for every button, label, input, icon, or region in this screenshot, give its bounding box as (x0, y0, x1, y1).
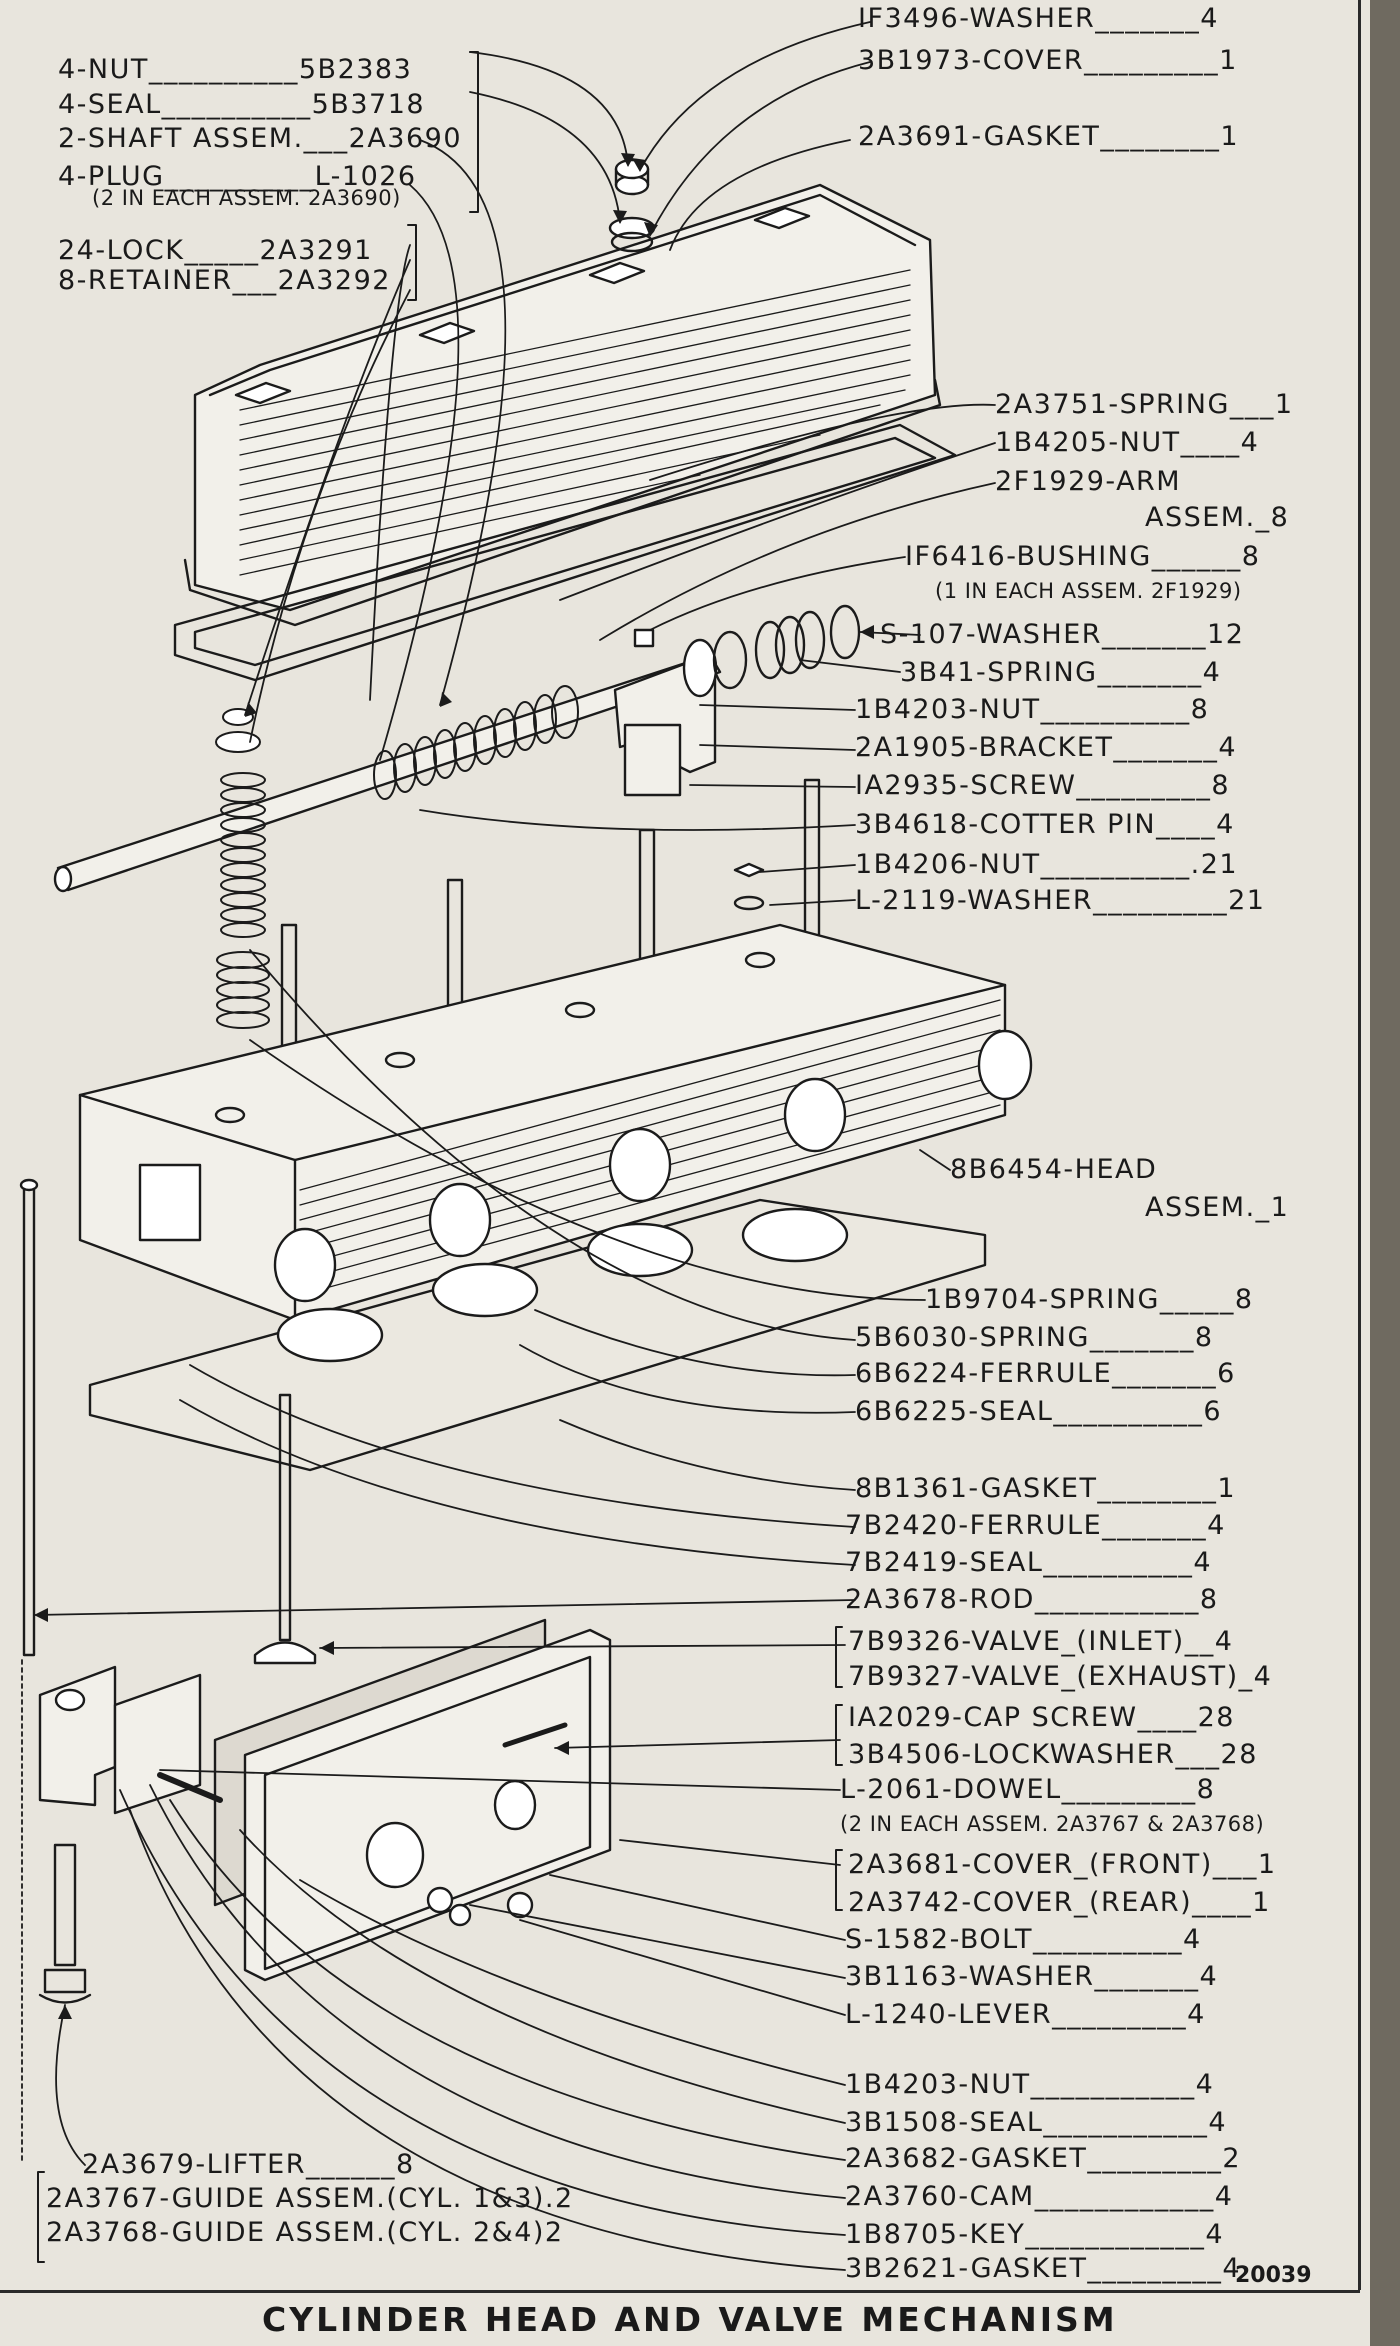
label-ferrule-6b6224: 6B6224-FERRULE_______6 (855, 1358, 1236, 1389)
label-rod-2a3678: 2A3678-ROD___________8 (845, 1584, 1219, 1615)
label-washer-s107: S-107-WASHER_______12 (880, 619, 1245, 650)
label-guide-2a3767: 2A3767-GUIDE ASSEM.(CYL. 1&3).2 (46, 2183, 574, 2214)
label-arm-qty: ASSEM._8 (1145, 502, 1290, 533)
label-lockwasher-3b4506: 3B4506-LOCKWASHER___28 (848, 1739, 1258, 1770)
label-capscrew-1a2029: IA2029-CAP SCREW____28 (848, 1702, 1235, 1733)
book-page-edge (1370, 0, 1400, 2346)
label-plug-note: (2 IN EACH ASSEM. 2A3690) (92, 186, 401, 210)
label-valve-7b9327: 7B9327-VALVE_(EXHAUST)_4 (848, 1661, 1273, 1692)
label-head-8b6454: 8B6454-HEAD (950, 1154, 1158, 1185)
label-arm-2f1929: 2F1929-ARM (995, 466, 1182, 497)
label-cam-2a3760: 2A3760-CAM____________4 (845, 2181, 1234, 2212)
label-bushing-1f6416: IF6416-BUSHING______8 (905, 541, 1261, 572)
label-gasket-2a3691: 2A3691-GASKET________1 (858, 121, 1240, 152)
arrowheads (34, 153, 874, 2019)
rocker-shaft (53, 653, 722, 893)
label-washer-1f3496: IF3496-WASHER_______4 (858, 3, 1219, 34)
cover-gasket (173, 423, 957, 682)
label-plug-l1026: 4-PLUG__________L-1026 (58, 161, 417, 192)
label-spring-2a3751: 2A3751-SPRING___1 (995, 389, 1294, 420)
label-nut-1b4205: 1B4205-NUT____4 (995, 427, 1260, 458)
head-gasket (88, 1198, 987, 1472)
label-spring-3b41: 3B41-SPRING_______4 (900, 657, 1222, 688)
label-gasket-2a3682: 2A3682-GASKET_________2 (845, 2143, 1242, 2174)
label-gasket-3b2621: 3B2621-GASKET_________4 (845, 2253, 1242, 2284)
label-seal-7b2419: 7B2419-SEAL__________4 (845, 1547, 1213, 1578)
label-bolt-s1582: S-1582-BOLT__________4 (845, 1924, 1202, 1955)
label-ferrule-7b2420: 7B2420-FERRULE_______4 (845, 1510, 1226, 1541)
label-bushing-note: (1 IN EACH ASSEM. 2F1929) (935, 579, 1242, 603)
label-cotter-3b4618: 3B4618-COTTER PIN____4 (855, 809, 1235, 840)
rocker-arm-bracket (613, 604, 861, 797)
shaft-spring (373, 685, 579, 800)
label-nut-1b4206: 1B4206-NUT__________.21 (855, 849, 1239, 880)
label-key-1b8705: 1B8705-KEY____________4 (845, 2219, 1225, 2250)
valve-spring-stack (215, 708, 270, 1029)
frame-border (1358, 0, 1361, 2290)
cylinder-head (78, 923, 1033, 1322)
label-head-qty: ASSEM._1 (1145, 1192, 1290, 1223)
lifter-guide-assembly (38, 1618, 612, 1982)
valve-cover (183, 183, 942, 627)
push-rod (19, 1178, 39, 1657)
valve (253, 1393, 317, 1665)
label-cover-3b1973: 3B1973-COVER_________1 (858, 45, 1238, 76)
label-spring-1b9704: 1B9704-SPRING_____8 (925, 1284, 1254, 1315)
label-seal-6b6225: 6B6225-SEAL__________6 (855, 1396, 1223, 1427)
label-nut-1b4203-bottom: 1B4203-NUT___________4 (845, 2069, 1215, 2100)
bottom-rule (0, 2290, 1360, 2293)
label-valve-7b9326: 7B9326-VALVE_(INLET)__4 (848, 1626, 1234, 1657)
label-seal-5b3718: 4-SEAL__________5B3718 (58, 89, 426, 120)
label-bracket-2a1905: 2A1905-BRACKET_______4 (855, 732, 1238, 763)
label-cover-2a3681: 2A3681-COVER_(FRONT)___1 (848, 1849, 1277, 1880)
label-lock-2a3291: 24-LOCK_____2A3291 (58, 235, 373, 266)
label-washer-3b1163: 3B1163-WASHER_______4 (845, 1961, 1219, 1992)
label-screw-1a2935: IA2935-SCREW_________8 (855, 770, 1231, 801)
label-dowel-l2061: L-2061-DOWEL_________8 (840, 1774, 1216, 1805)
exploded-parts-drawing (19, 21, 1033, 2271)
label-cover-2a3742: 2A3742-COVER_(REAR)____1 (848, 1887, 1271, 1918)
label-nut-1b4203-top: 1B4203-NUT__________8 (855, 694, 1210, 725)
label-brackets (37, 51, 843, 2263)
label-spring-5b6030: 5B6030-SPRING_______8 (855, 1322, 1214, 1353)
label-nut-5b2383: 4-NUT__________5B2383 (58, 54, 413, 85)
figure-number: 20039 (1235, 2263, 1312, 2288)
label-dowel-note: (2 IN EACH ASSEM. 2A3767 & 2A3768) (840, 1812, 1265, 1836)
label-gasket-8b1361: 8B1361-GASKET________1 (855, 1473, 1237, 1504)
label-retainer-2a3292: 8-RETAINER___2A3292 (58, 265, 391, 296)
label-lever-l1240: L-1240-LEVER_________4 (845, 1999, 1206, 2030)
page-title: CYLINDER HEAD AND VALVE MECHANISM (262, 2300, 1118, 2339)
label-washer-l2119: L-2119-WASHER_________21 (855, 885, 1266, 916)
lifter (38, 1843, 92, 2004)
label-lifter-2a3679: 2A3679-LIFTER______8 (82, 2149, 415, 2180)
leader-lines (21, 21, 996, 2271)
label-shaft-2a3690: 2-SHAFT ASSEM.___2A3690 (58, 123, 463, 154)
label-guide-2a3768: 2A3768-GUIDE ASSEM.(CYL. 2&4)2 (46, 2217, 564, 2248)
label-seal-3b1508: 3B1508-SEAL___________4 (845, 2107, 1228, 2138)
